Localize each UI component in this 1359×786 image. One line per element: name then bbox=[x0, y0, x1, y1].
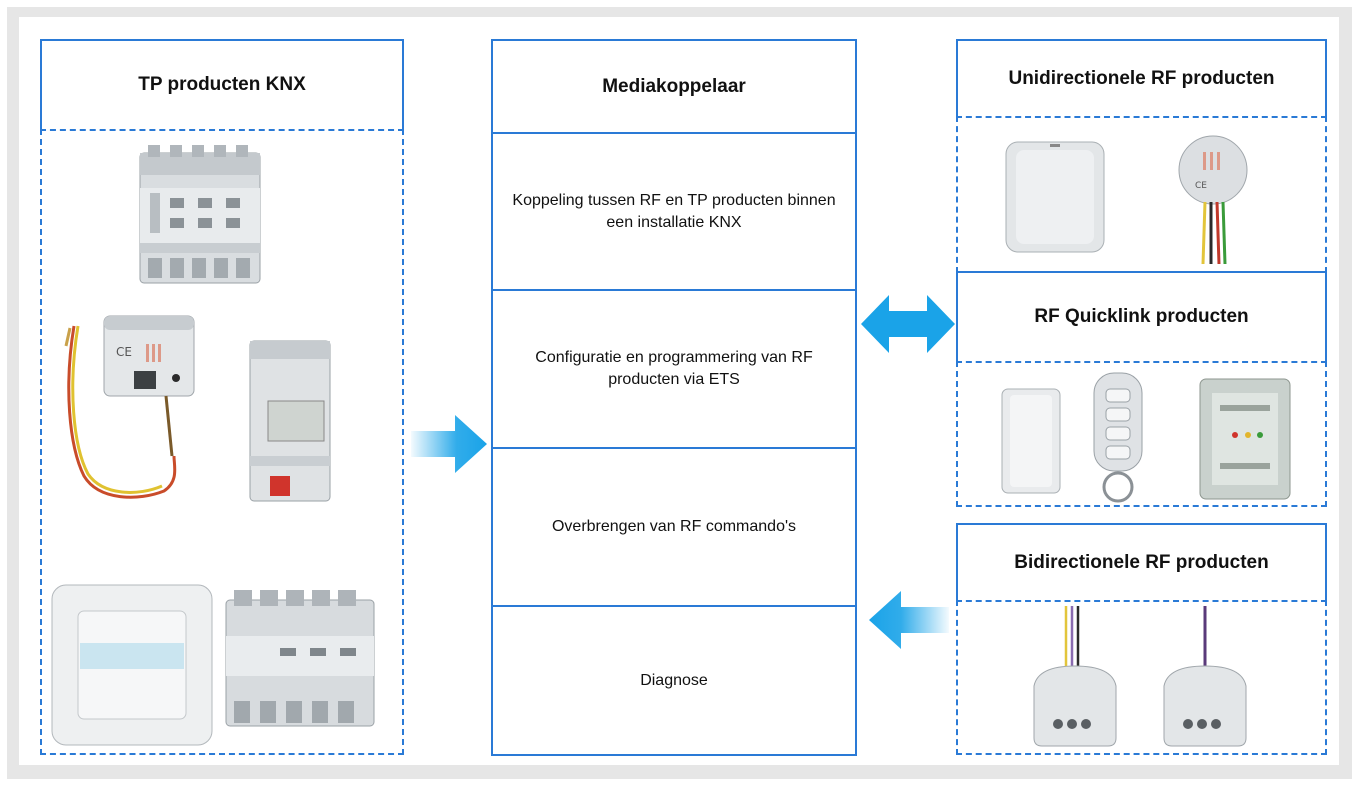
function-row: Configuratie en programmering van RF pro… bbox=[491, 289, 857, 449]
mediakoppelaar-header: Mediakoppelaar bbox=[491, 39, 857, 134]
quicklink-header: RF Quicklink producten bbox=[956, 271, 1327, 363]
wall-sensor-icon bbox=[1001, 388, 1061, 494]
unidirectional-header: Unidirectionele RF producten bbox=[956, 39, 1327, 118]
tp-products-title: TP producten KNX bbox=[138, 74, 306, 95]
rf-switch-insert-icon bbox=[1199, 378, 1291, 500]
quicklink-panel bbox=[956, 361, 1327, 507]
arrow-left-icon bbox=[869, 591, 949, 649]
bidirectional-title: Bidirectionele RF producten bbox=[1014, 551, 1269, 573]
din-rail-actuator-icon bbox=[225, 590, 375, 727]
wall-transmitter-icon bbox=[1005, 141, 1105, 253]
unidirectional-title: Unidirectionele RF producten bbox=[1008, 67, 1275, 89]
function-row: Overbrengen van RF commando's bbox=[491, 447, 857, 607]
bidirectional-header: Bidirectionele RF producten bbox=[956, 523, 1327, 602]
diagram-canvas: TP producten KNX bbox=[19, 17, 1339, 765]
double-arrow-icon bbox=[861, 295, 955, 353]
svg-text:CE: CE bbox=[1195, 181, 1207, 191]
rf-module-icon bbox=[1033, 606, 1117, 747]
mediakoppelaar-title: Mediakoppelaar bbox=[602, 75, 746, 97]
din-display-module-icon bbox=[249, 340, 331, 502]
flush-module-icon: CE bbox=[64, 315, 195, 499]
svg-text:CE: CE bbox=[116, 345, 132, 359]
quicklink-title: RF Quicklink producten bbox=[1034, 306, 1249, 327]
rf-module-icon bbox=[1163, 606, 1247, 747]
function-row: Koppeling tussen RF en TP producten binn… bbox=[491, 132, 857, 291]
function-row: Diagnose bbox=[491, 605, 857, 756]
din-rail-module-icon bbox=[139, 145, 261, 284]
bidirectional-panel bbox=[956, 600, 1327, 755]
tp-products-panel: CE bbox=[40, 129, 404, 755]
remote-keyfob-icon bbox=[1093, 372, 1143, 503]
flush-rf-module-icon: CE bbox=[1178, 135, 1248, 265]
tp-products-header: TP producten KNX bbox=[40, 39, 404, 131]
arrow-right-icon bbox=[411, 415, 487, 473]
switch-plate-icon bbox=[51, 584, 213, 746]
unidirectional-panel: CE bbox=[956, 116, 1327, 273]
page-frame: TP producten KNX bbox=[7, 7, 1352, 779]
